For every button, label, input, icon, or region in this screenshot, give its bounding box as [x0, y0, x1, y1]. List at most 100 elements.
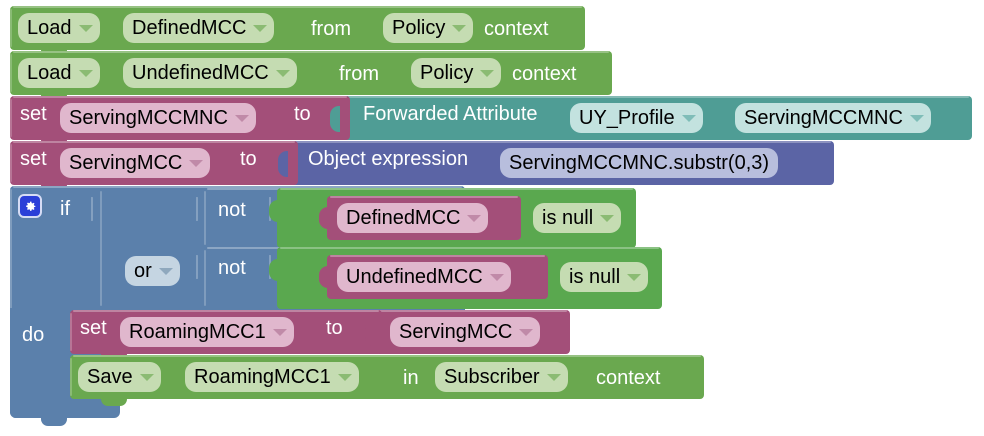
chevron-down-icon [909, 114, 924, 122]
label-not-1: not [218, 199, 246, 221]
block-highlight-top [378, 310, 567, 312]
field-forwarded-attribute-profile-text: UY_Profile [579, 107, 675, 129]
field-variable-undefinedmcc-text: UndefinedMCC [346, 266, 483, 288]
field-value-servingmcc-text: ServingMCC [399, 321, 513, 343]
field-load-undefined-scope[interactable]: Policy [411, 58, 502, 88]
block-highlight-top [291, 141, 831, 143]
chevron-down-icon [337, 373, 352, 381]
field-value-servingmcc[interactable]: ServingMCC [390, 317, 541, 347]
label-load-defined-context: context [484, 18, 549, 40]
chevron-down-icon [452, 24, 467, 32]
block-highlight-left [70, 313, 72, 351]
field-save-scope[interactable]: Subscriber [435, 362, 568, 392]
block-highlight-top [13, 96, 347, 98]
field-variable-undefinedmcc[interactable]: UndefinedMCC [337, 262, 511, 292]
label-set-servingmcc-to: to [240, 148, 257, 170]
block-highlight-left [204, 191, 206, 245]
chevron-down-icon [275, 69, 290, 77]
block-highlight-left [100, 191, 102, 306]
value-tab-is-null-1 [269, 200, 279, 222]
block-highlight-left [10, 99, 12, 137]
field-set-servingmcc-variable-text: ServingMCC [69, 152, 183, 174]
block-highlight-top [280, 247, 659, 249]
field-load-defined-variable-text: DefinedMCC [132, 17, 247, 39]
field-or-operator[interactable]: or [125, 256, 180, 286]
block-highlight-left [10, 144, 12, 182]
block-highlight-top [330, 196, 518, 198]
field-load-undefined-variable-text: UndefinedMCC [132, 62, 269, 84]
field-forwarded-attribute-profile[interactable]: UY_Profile [570, 103, 703, 133]
field-load-defined-scope[interactable]: Policy [383, 13, 474, 43]
field-load-undefined-verb-text: Load [27, 62, 72, 84]
label-load-undefined-context: context [512, 63, 577, 85]
block-highlight-left [10, 189, 12, 311]
chevron-down-icon [189, 159, 204, 167]
field-save-variable[interactable]: RoamingMCC1 [185, 362, 359, 392]
chevron-down-icon [158, 267, 173, 275]
chevron-down-icon [78, 69, 93, 77]
label-load-undefined-from: from [339, 63, 379, 85]
field-load-defined-variable[interactable]: DefinedMCC [123, 13, 275, 43]
socket-set-roamingmcc1-value [365, 320, 375, 346]
field-load-verb[interactable]: Load [18, 13, 100, 43]
field-save-variable-text: RoamingMCC1 [194, 366, 331, 388]
label-set-servingmccmnc-to: to [294, 103, 311, 125]
socket-set-servingmcc-value [278, 151, 288, 177]
chevron-down-icon [627, 273, 642, 281]
field-set-servingmccmnc-variable[interactable]: ServingMCCMNC [60, 103, 256, 133]
label-if: if [60, 198, 70, 220]
chevron-down-icon [681, 114, 696, 122]
block-highlight-top [13, 51, 609, 53]
field-is-null-1[interactable]: is null [533, 203, 622, 233]
label-set-servingmcc-verb: set [20, 148, 47, 170]
field-forwarded-attribute-attribute-text: ServingMCCMNC [744, 107, 903, 129]
chevron-down-icon [78, 24, 93, 32]
chevron-down-icon [519, 328, 534, 336]
label-save-in: in [403, 367, 419, 389]
value-tab-undefinedmcc [319, 266, 329, 288]
chevron-down-icon [480, 69, 495, 77]
block-highlight-left [10, 54, 12, 92]
block-highlight-left [204, 250, 206, 306]
chevron-down-icon [467, 214, 482, 222]
field-forwarded-attribute-attribute[interactable]: ServingMCCMNC [735, 103, 931, 133]
label-set-roamingmcc1-verb: set [80, 317, 107, 339]
chevron-down-icon [546, 373, 561, 381]
field-or-operator-text: or [134, 260, 152, 282]
field-save-verb[interactable]: Save [78, 362, 161, 392]
chevron-down-icon [272, 328, 287, 336]
label-save-context: context [596, 367, 661, 389]
label-set-roamingmcc1-to: to [326, 317, 343, 339]
block-highlight-top [73, 310, 379, 312]
field-variable-definedmcc-text: DefinedMCC [346, 207, 461, 229]
field-is-null-2-text: is null [569, 266, 621, 288]
field-save-verb-text: Save [87, 366, 133, 388]
chevron-down-icon [600, 214, 615, 222]
field-set-roamingmcc1-variable[interactable]: RoamingMCC1 [120, 317, 294, 347]
socket-if-condition [91, 197, 100, 221]
value-tab-definedmcc [319, 207, 329, 229]
field-is-null-1-text: is null [542, 207, 594, 229]
field-object-expression-value[interactable]: ServingMCCMNC.substr(0,3) [500, 148, 779, 178]
block-load-undefined-mcc[interactable] [10, 51, 612, 95]
chevron-down-icon [253, 24, 268, 32]
field-variable-definedmcc[interactable]: DefinedMCC [337, 203, 489, 233]
field-set-servingmccmnc-variable-text: ServingMCCMNC [69, 107, 228, 129]
field-object-expression-value-text: ServingMCCMNC.substr(0,3) [509, 152, 770, 174]
notch-if-bottom [41, 418, 67, 426]
field-is-null-2[interactable]: is null [560, 262, 649, 292]
gear-icon[interactable] [18, 194, 42, 218]
chevron-down-icon [234, 114, 249, 122]
socket-or-operand-a [196, 197, 205, 221]
value-tab-is-null-2 [269, 259, 279, 281]
field-set-servingmcc-variable[interactable]: ServingMCC [60, 148, 211, 178]
field-set-roamingmcc1-variable-text: RoamingMCC1 [129, 321, 266, 343]
block-highlight-top [13, 6, 582, 8]
field-load-undefined-verb[interactable]: Load [18, 58, 100, 88]
label-not-2: not [218, 257, 246, 279]
block-highlight-top [343, 96, 969, 98]
block-highlight-left [70, 358, 72, 396]
chevron-down-icon [139, 373, 154, 381]
field-load-undefined-variable[interactable]: UndefinedMCC [123, 58, 297, 88]
